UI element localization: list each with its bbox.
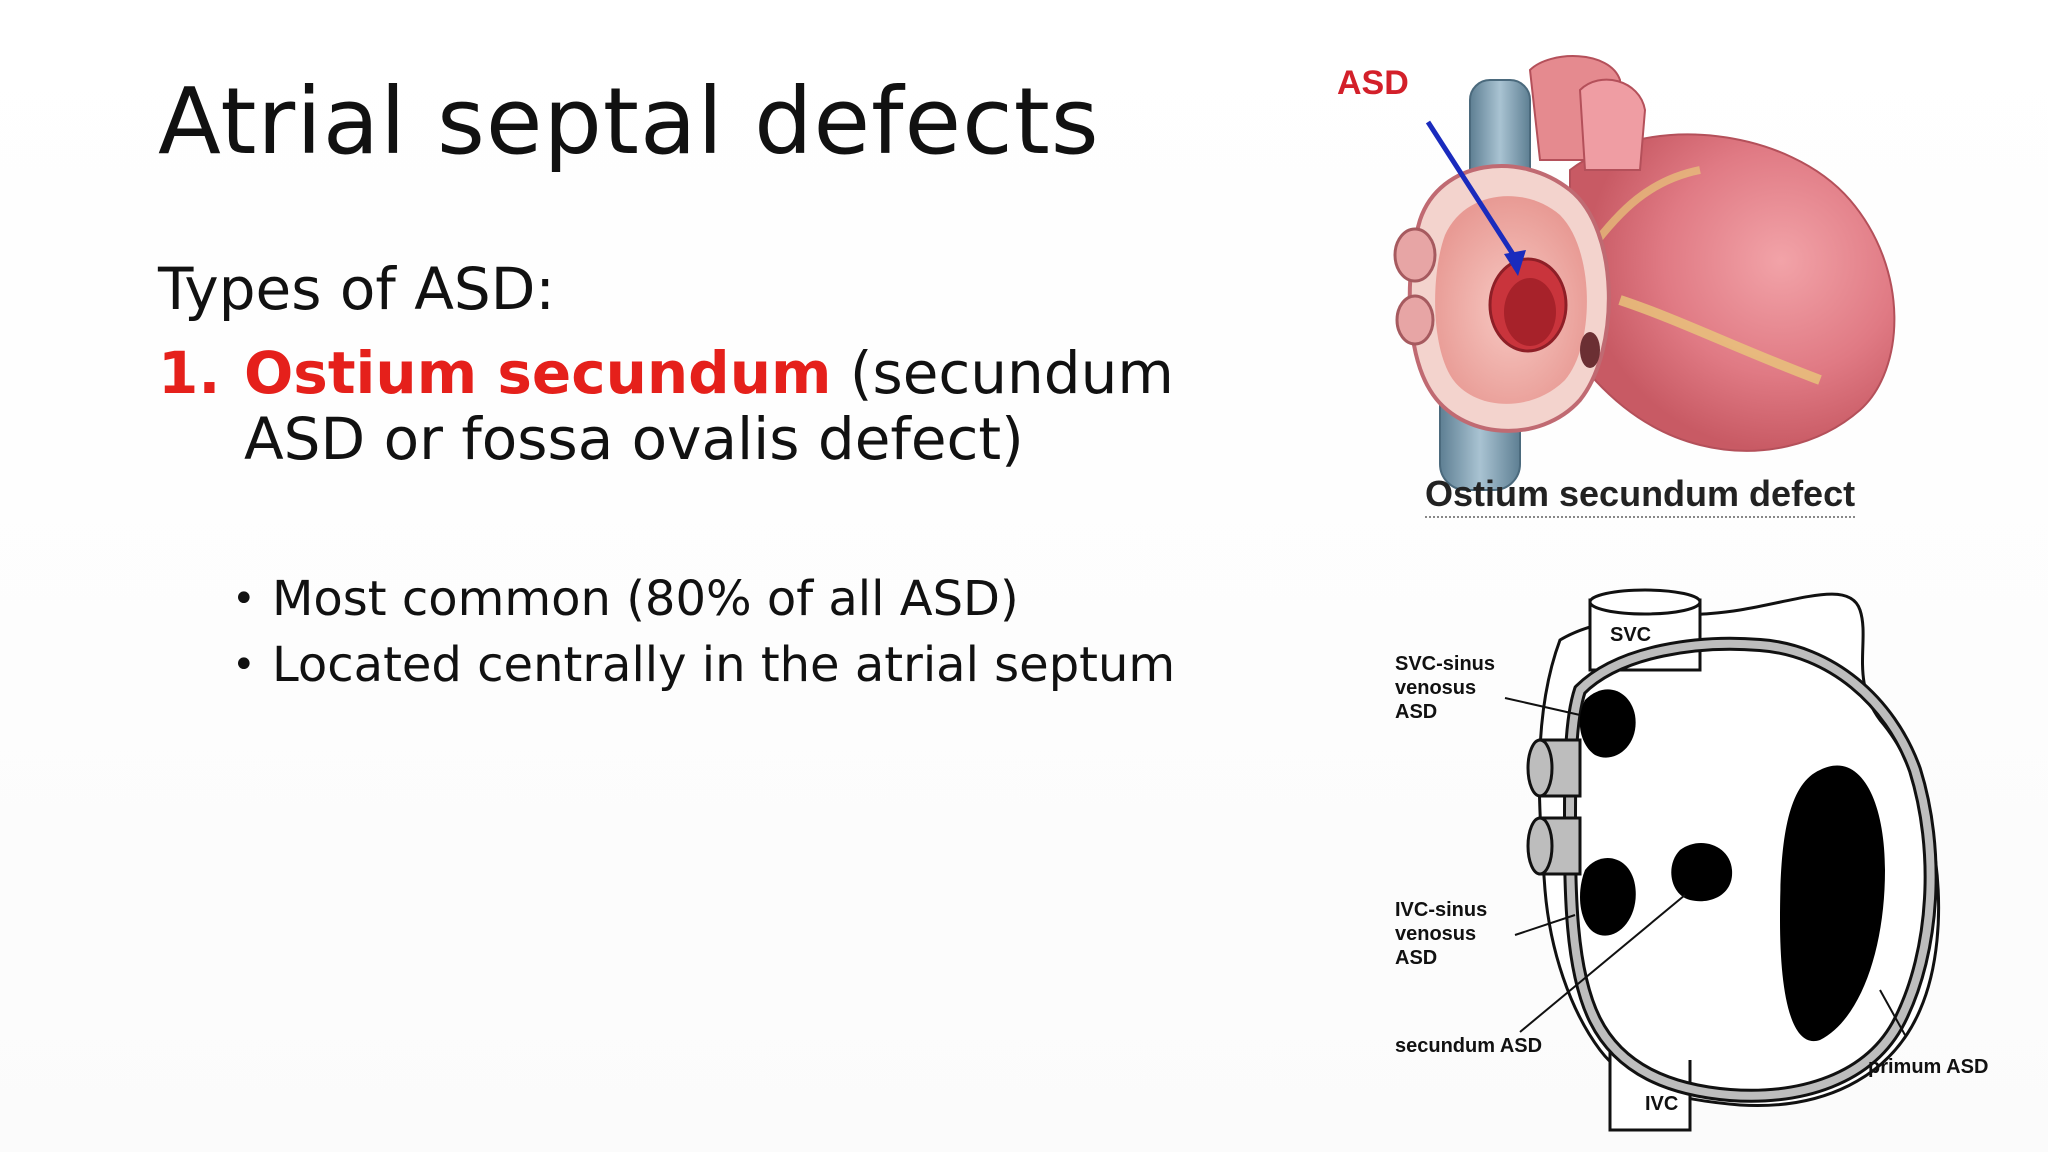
ivc-sinus-venosus-label: IVC-sinus venosus ASD: [1395, 899, 1488, 969]
primum-asd-label: primum ASD: [1868, 1056, 1989, 1078]
heart-illustration: [1393, 55, 1896, 491]
ivc-label: IVC: [1645, 1093, 1679, 1115]
slide-title: Atrial septal defects: [158, 68, 1100, 175]
bullet-text: Most common (80% of all ASD): [272, 571, 1019, 627]
bullet-text: Located centrally in the atrial septum: [272, 637, 1176, 693]
item-line-2: ASD or fossa ovalis defect): [244, 405, 1024, 473]
svc-label: SVC: [1610, 624, 1652, 646]
septal-defect-diagram: [1504, 588, 1941, 1132]
figure-caption: Ostium secundum defect: [1425, 472, 1856, 518]
types-heading: Types of ASD:: [158, 255, 555, 323]
item-number: 1.: [158, 339, 221, 407]
asd-arrow-label: ASD: [1337, 64, 1409, 102]
item-emphasis: Ostium secundum: [244, 339, 832, 407]
item-line-1: Ostium secundum (secundum: [244, 340, 1174, 406]
svc-sinus-venosus-label: SVC-sinus venosus ASD: [1395, 653, 1496, 723]
secundum-asd-label: secundum ASD: [1395, 1035, 1543, 1057]
bullet-dot-icon: •: [232, 642, 256, 688]
item-rest: (secundum: [831, 339, 1174, 407]
bullet-dot-icon: •: [232, 576, 256, 622]
